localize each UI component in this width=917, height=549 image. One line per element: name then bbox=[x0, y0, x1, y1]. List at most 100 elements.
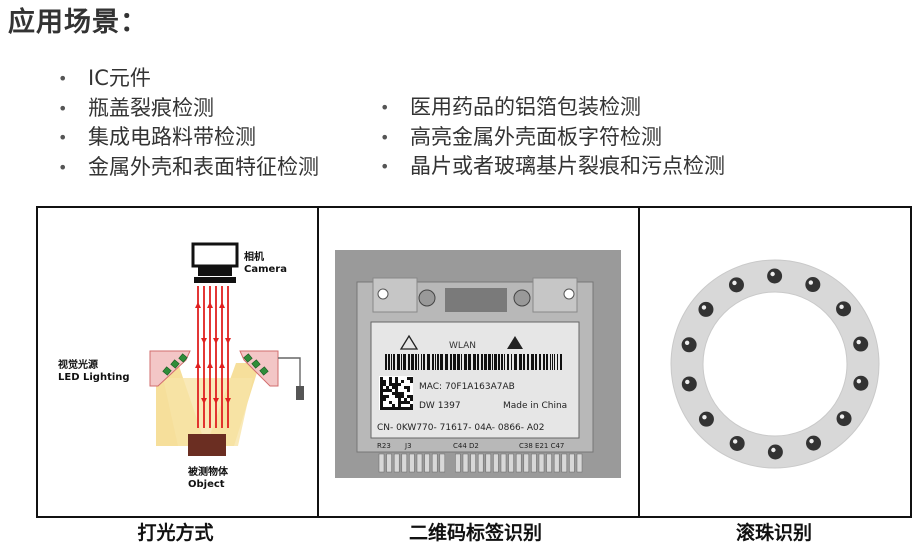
ball-highlight bbox=[809, 438, 814, 444]
barcode-bar bbox=[539, 354, 541, 370]
barcode-bar bbox=[531, 354, 534, 370]
lighting-diagram-panel: 相机 Camera 视觉光源 LED Lighting 被测物体 Object bbox=[38, 208, 317, 516]
datamatrix-cell bbox=[401, 401, 404, 404]
datamatrix-cell bbox=[410, 377, 413, 380]
connector-pin bbox=[477, 453, 484, 473]
camera-lens-icon bbox=[198, 267, 232, 276]
barcode-bar bbox=[397, 354, 400, 370]
datamatrix-cell bbox=[407, 386, 410, 389]
connector-pin bbox=[515, 453, 522, 473]
led-icon bbox=[162, 353, 269, 376]
datamatrix-cell bbox=[398, 395, 401, 398]
barcode-bar bbox=[552, 354, 553, 370]
barcode-bar bbox=[393, 354, 395, 370]
datamatrix-cell bbox=[386, 407, 389, 410]
object-icon bbox=[188, 434, 226, 456]
datamatrix-cell bbox=[389, 389, 392, 392]
screw-hole-icon bbox=[377, 288, 389, 300]
datamatrix-cell bbox=[380, 386, 383, 389]
connector-pin bbox=[508, 453, 514, 473]
ring-inner-edge bbox=[702, 291, 848, 437]
barcode-bar bbox=[527, 354, 529, 370]
ball-highlight bbox=[839, 304, 844, 310]
connector-pin bbox=[393, 453, 400, 473]
barcode-bar bbox=[427, 354, 430, 370]
object-label-cn: 被测物体 bbox=[188, 465, 229, 478]
datamatrix-cell bbox=[401, 395, 404, 398]
ball bbox=[767, 444, 783, 460]
ball bbox=[853, 375, 869, 391]
ball-highlight bbox=[732, 439, 738, 444]
connector-pin bbox=[416, 453, 423, 473]
connector-pin bbox=[538, 453, 545, 473]
mac-text: MAC: 70F1A163A7AB bbox=[419, 382, 515, 392]
list-item: IC元件 bbox=[58, 64, 319, 94]
ball bbox=[729, 435, 745, 451]
connector-pin bbox=[553, 453, 560, 473]
barcode-bar bbox=[411, 354, 414, 370]
list-item: 医用药品的铝箔包装检测 bbox=[380, 93, 725, 123]
list-item: 高亮金属外壳面板字符检测 bbox=[380, 123, 725, 153]
wlan-card-photo: WLAN MAC: 70F1A163A7AB DW 1397 Made in C… bbox=[335, 250, 621, 478]
list-item: 集成电路料带检测 bbox=[58, 123, 319, 153]
connector-pin bbox=[378, 453, 385, 473]
connector-pin bbox=[401, 453, 408, 473]
datamatrix-cell bbox=[398, 407, 401, 410]
datamatrix-cell bbox=[383, 380, 386, 383]
ring-outer-edge bbox=[670, 259, 880, 469]
connector-pin bbox=[485, 453, 492, 473]
barcode-bar bbox=[385, 354, 387, 370]
datamatrix-cell bbox=[383, 398, 386, 401]
datamatrix-cell bbox=[395, 389, 398, 392]
cn-text: CN- 0KW770- 71617- 04A- 0866- A02 bbox=[377, 423, 545, 433]
barcode-bar bbox=[535, 354, 537, 370]
warning-triangle-icon bbox=[507, 336, 523, 349]
barcode-bar bbox=[481, 354, 483, 370]
datamatrix-cell bbox=[392, 383, 395, 386]
page-title: 应用场景： bbox=[8, 7, 148, 38]
connector-pin bbox=[500, 453, 507, 473]
list-item: 金属外壳和表面特征检测 bbox=[58, 153, 319, 183]
datamatrix-cell bbox=[407, 389, 410, 392]
caption-qr-label: 二维码标签识别 bbox=[408, 522, 542, 544]
camera-label-cn: 相机 bbox=[244, 250, 264, 263]
datamatrix-cell bbox=[389, 407, 392, 410]
barcode-bar bbox=[488, 354, 491, 370]
datamatrix-cell bbox=[392, 392, 395, 395]
datamatrix-cell bbox=[407, 395, 410, 398]
connector-icon bbox=[296, 386, 304, 400]
ball-highlight bbox=[684, 340, 690, 345]
wlan-text: WLAN bbox=[449, 341, 476, 351]
barcode-bar bbox=[473, 354, 476, 370]
light-beam-center bbox=[163, 378, 253, 446]
connector-pin bbox=[431, 453, 438, 473]
datamatrix-cell bbox=[398, 404, 401, 407]
silk-c44: C44 D2 bbox=[453, 442, 479, 450]
datamatrix-cell bbox=[410, 380, 413, 383]
ball-highlight bbox=[856, 339, 861, 345]
light-label-en: LED Lighting bbox=[58, 372, 130, 383]
camera-body-icon bbox=[191, 242, 239, 268]
ball-highlight bbox=[771, 447, 776, 453]
edge-connector bbox=[378, 453, 583, 473]
connector-pin bbox=[424, 453, 430, 473]
connector-pin bbox=[493, 453, 499, 473]
datamatrix-cell bbox=[392, 386, 395, 389]
barcode-bar bbox=[440, 354, 443, 370]
datamatrix-cell bbox=[410, 404, 413, 407]
ball-highlight bbox=[808, 280, 814, 285]
warning-triangle-icon bbox=[399, 334, 419, 350]
datamatrix-cell bbox=[401, 392, 404, 395]
datamatrix-cell bbox=[380, 380, 383, 383]
barcode-bar bbox=[546, 354, 548, 370]
ball-highlight bbox=[701, 305, 707, 310]
barcode-bar bbox=[498, 354, 500, 370]
ball bbox=[836, 301, 852, 317]
barcode-bar bbox=[418, 354, 419, 370]
ball-highlight bbox=[685, 379, 690, 385]
object-label-en: Object bbox=[188, 479, 225, 490]
antenna-connector-icon bbox=[418, 289, 436, 307]
datamatrix-cell bbox=[404, 407, 407, 410]
camera-label-en: Camera bbox=[244, 264, 287, 275]
barcode-bar bbox=[560, 354, 562, 370]
